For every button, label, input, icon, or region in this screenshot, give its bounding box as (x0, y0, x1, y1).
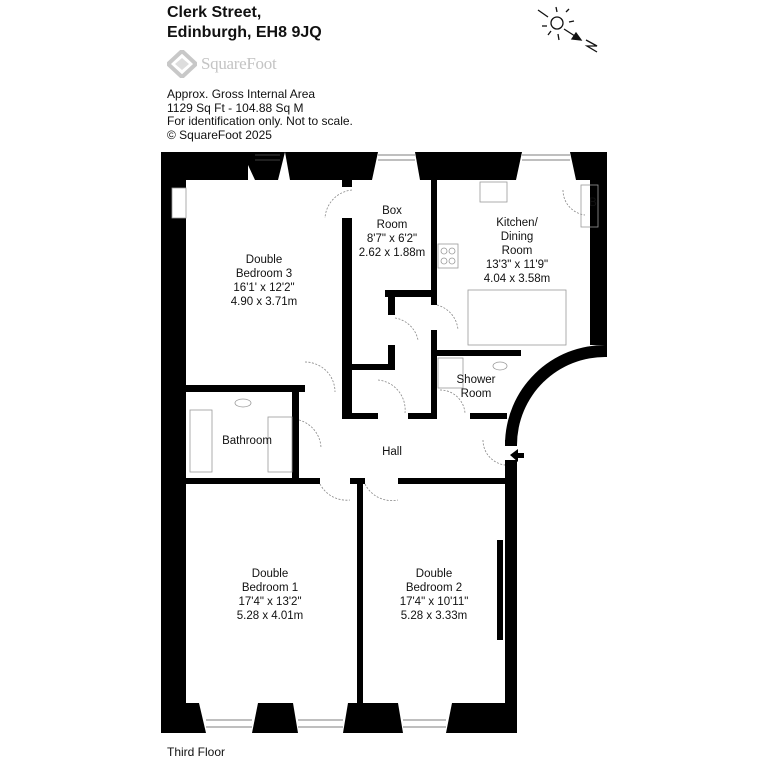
room-name: Room (461, 388, 492, 400)
copyright: © SquareFoot 2025 (167, 127, 272, 142)
room-dimensions-metric: 4.90 x 3.71m (231, 296, 297, 308)
room-bedroom-1: Double Bedroom 1 17'4" x 13'2" 5.28 x 4.… (237, 568, 303, 622)
room-bedroom-3: Double Bedroom 3 16'1' x 12'2" 4.90 x 3.… (231, 254, 297, 308)
room-bedroom-2: Double Bedroom 2 17'4" x 10'11" 5.28 x 3… (400, 568, 469, 622)
room-dimensions-metric: 5.28 x 3.33m (401, 610, 467, 622)
room-dimensions-imperial: 17'4" x 10'11" (400, 596, 469, 608)
property-address: Clerk Street, Edinburgh, EH8 9JQ (167, 3, 322, 43)
room-name: Dining (501, 231, 534, 243)
windows (206, 154, 570, 728)
bath-icon (189, 409, 213, 473)
sink-icon (479, 181, 508, 203)
area-label: Approx. Gross Internal Area (167, 87, 316, 101)
shower-tray-icon (437, 357, 464, 389)
room-dimensions-metric: 5.28 x 4.01m (237, 610, 303, 622)
squarefoot-logo: SquareFoot (167, 50, 277, 78)
logo-text: SquareFoot (201, 54, 277, 73)
room-name: Bedroom 1 (242, 582, 298, 594)
room-name: Room (377, 219, 408, 231)
room-dimensions-imperial: 16'1' x 12'2" (233, 282, 294, 294)
entrance-arrow-icon (510, 449, 524, 462)
logo-icon (167, 50, 197, 78)
room-dimensions-metric: 2.62 x 1.88m (359, 247, 425, 259)
room-kitchen-dining: Kitchen/ Dining Room 13'3" x 11'9" 4.04 … (484, 197, 597, 285)
address-line-1: Clerk Street, (167, 4, 262, 21)
room-name: Bedroom 2 (406, 582, 462, 594)
area-value: 1129 Sq Ft - 104.88 Sq M (167, 100, 304, 115)
room-name: Double (416, 568, 452, 580)
room-name: Shower (457, 374, 496, 386)
room-dimensions-metric: 4.04 x 3.58m (484, 273, 550, 285)
basin-icon (234, 398, 252, 408)
room-dimensions-imperial: 8'7" x 6'2" (367, 233, 417, 245)
room-name: Box (382, 205, 402, 217)
room-shower: Shower Room (457, 374, 496, 400)
room-name: Kitchen/ (496, 217, 538, 229)
room-hall: Hall (382, 446, 402, 458)
boiler-label: B (589, 197, 597, 209)
area-info: Approx. Gross Internal Area 1129 Sq Ft -… (167, 87, 353, 142)
basin-icon (492, 361, 508, 371)
room-bathroom: Bathroom (222, 435, 272, 447)
address-line-2: Edinburgh, EH8 9JQ (167, 24, 322, 41)
room-name: Double (246, 254, 282, 266)
hob-icon (437, 243, 459, 269)
sun-compass-icon (537, 6, 598, 53)
room-dimensions-imperial: 17'4" x 13'2" (238, 596, 301, 608)
fixtures (171, 181, 599, 473)
floor-label: Third Floor (167, 745, 226, 759)
room-name: Double (252, 568, 288, 580)
room-name: Bedroom 3 (236, 268, 292, 280)
doors (298, 189, 586, 501)
disclaimer: For identification only. Not to scale. (167, 114, 353, 128)
room-box-room: Box Room 8'7" x 6'2" 2.62 x 1.88m (359, 205, 425, 259)
room-dimensions-imperial: 13'3" x 11'9" (486, 259, 548, 271)
room-name: Room (502, 245, 533, 257)
